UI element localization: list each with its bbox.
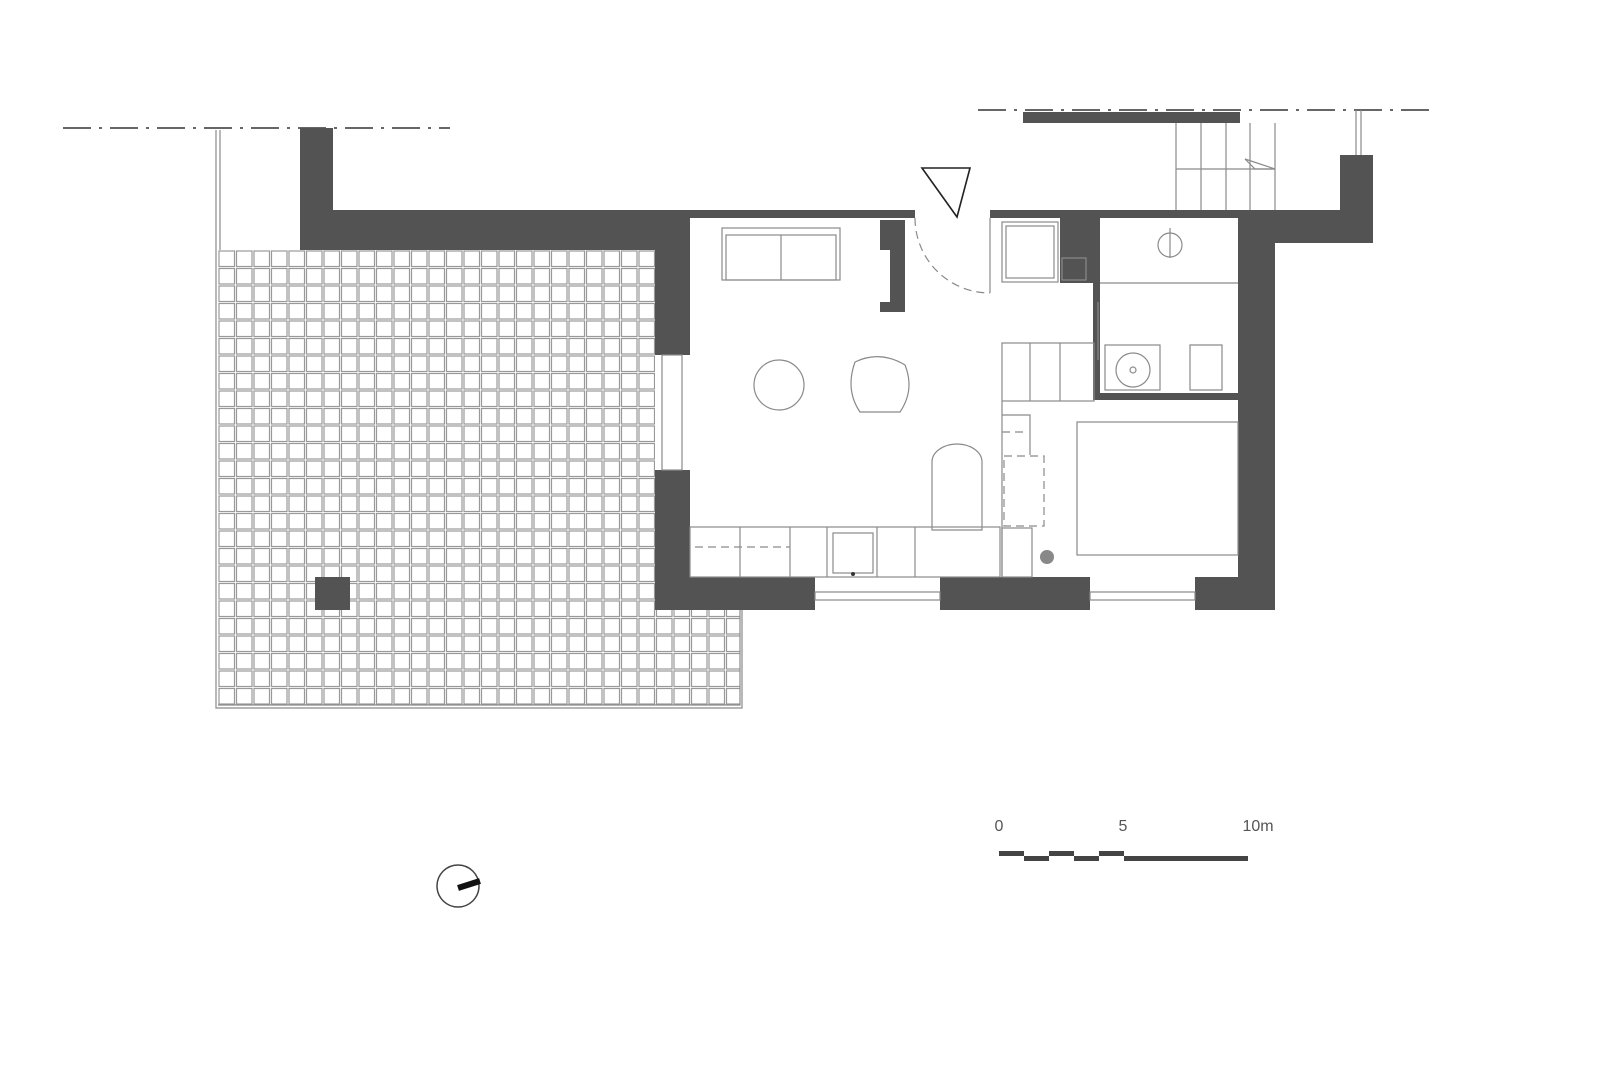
armchair (850, 356, 910, 413)
furniture (689, 221, 1239, 578)
entrance-arrow-icon (920, 167, 972, 219)
scale-label-10m: 10m (1242, 818, 1273, 835)
scale-label-5: 5 (1119, 818, 1128, 835)
north-arrow-icon (436, 864, 481, 908)
toilet (1189, 344, 1223, 391)
walls (300, 112, 1373, 610)
terrace (215, 130, 743, 709)
bed (1076, 421, 1239, 556)
stove (832, 532, 874, 574)
washbasin (1104, 344, 1161, 391)
desk-chair (931, 443, 983, 531)
level-marker-icon (1040, 550, 1054, 564)
stairs (1175, 110, 1362, 210)
scale-label-0: 0 (995, 818, 1004, 835)
windows (661, 354, 1196, 601)
shelf (1001, 527, 1033, 578)
kitchen-counter (689, 526, 1001, 578)
bench (1003, 455, 1045, 527)
terrace-column (315, 577, 350, 610)
entry-door-swing[interactable] (914, 217, 991, 294)
storage-cabinets (1001, 342, 1095, 402)
round-table (753, 359, 805, 411)
wardrobe (1001, 221, 1059, 283)
scale-bar: 0 5 10m (995, 818, 1274, 861)
